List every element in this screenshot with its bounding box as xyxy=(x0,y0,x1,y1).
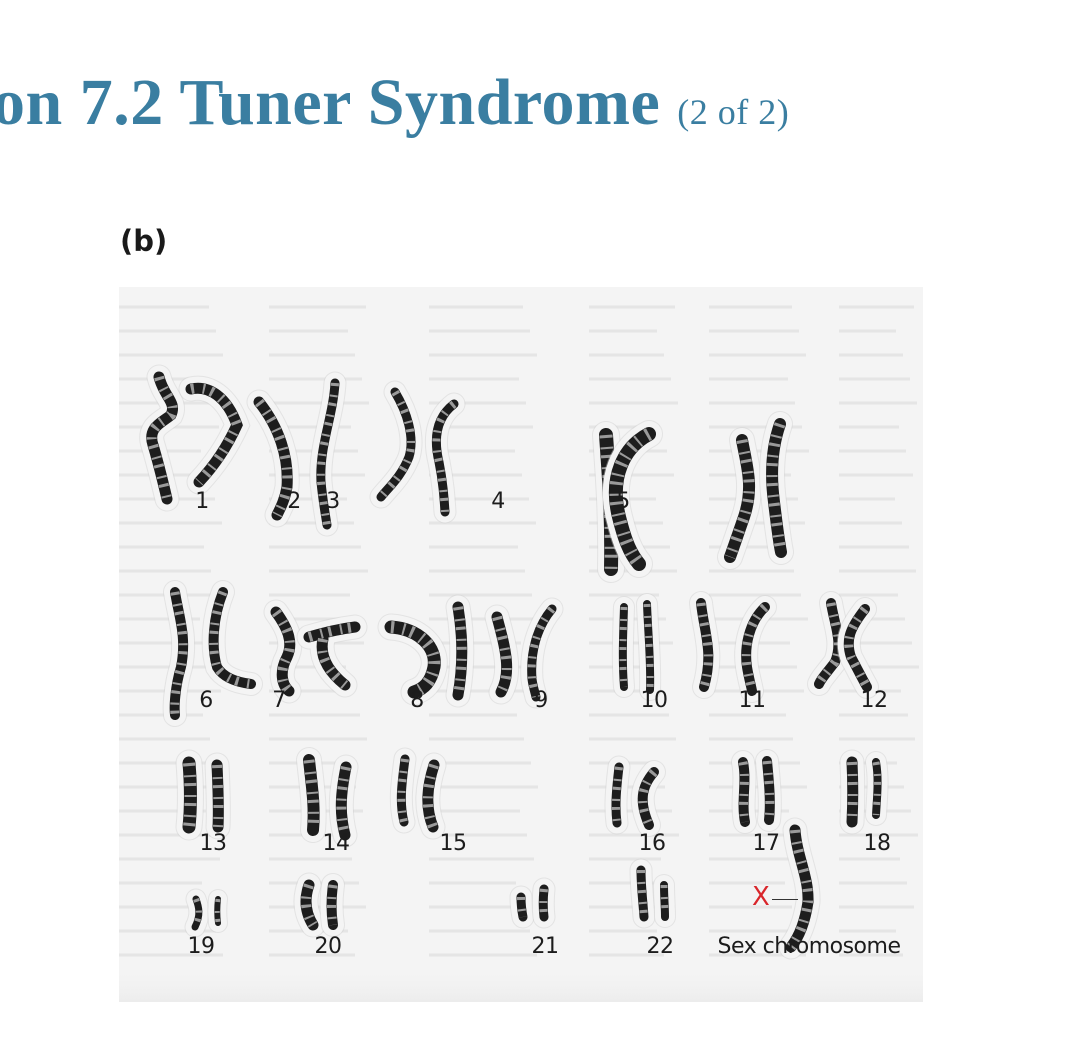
chromosome-number-4: 4 xyxy=(491,489,505,514)
chromosome-3b xyxy=(424,392,466,524)
chromosome-14a xyxy=(296,747,327,843)
chromosome-1a xyxy=(139,364,185,512)
chromosome-19b xyxy=(207,889,228,933)
chromosome-X xyxy=(778,817,821,960)
chromosome-3a xyxy=(369,380,423,509)
x-chromosome-marker: X xyxy=(752,882,770,912)
chromosome-number-22: 22 xyxy=(646,934,675,959)
chromosome-5b xyxy=(759,411,794,565)
chromosome-4b xyxy=(601,420,663,578)
chromosome-number-19: 19 xyxy=(187,934,216,959)
chromosome-21b xyxy=(531,877,556,929)
x-pointer-line xyxy=(772,899,798,900)
chromosome-number-17: 17 xyxy=(752,831,781,856)
chromosome-number-5: 5 xyxy=(616,489,630,514)
chromosome-19a xyxy=(184,888,210,938)
chromosome-number-1: 1 xyxy=(195,489,209,514)
sex-chromosome-label: Sex chromosome xyxy=(717,934,901,959)
chromosome-8a xyxy=(377,613,448,706)
chromosome-20b xyxy=(319,873,345,937)
chromosome-18a xyxy=(839,749,866,835)
chromosome-18b xyxy=(865,751,889,826)
chromosome-1b xyxy=(178,375,251,495)
chromosome-22b xyxy=(653,874,676,928)
slide-title: on 7.2 Tuner Syndrome (2 of 2) xyxy=(0,70,789,136)
chromosome-6a xyxy=(162,580,196,727)
chromosome-15a xyxy=(389,747,417,834)
chromosome-number-21: 21 xyxy=(531,934,560,959)
chromosome-number-9: 9 xyxy=(534,688,548,713)
chromosome-number-10: 10 xyxy=(640,688,669,713)
chromosome-13b xyxy=(204,752,231,840)
chromosome-number-16: 16 xyxy=(638,831,667,856)
chromosome-number-8: 8 xyxy=(410,688,424,713)
chromosome-7b xyxy=(296,614,368,698)
chromosome-number-13: 13 xyxy=(199,831,228,856)
chromosome-number-18: 18 xyxy=(863,831,892,856)
chromosome-22a xyxy=(629,858,656,929)
chromosome-7a xyxy=(263,599,303,704)
chromosome-2a xyxy=(246,389,300,528)
chromosome-15b xyxy=(415,752,447,840)
chromosome-layer xyxy=(139,364,889,960)
chromosome-12b xyxy=(836,597,879,699)
chromosome-number-7: 7 xyxy=(272,688,286,713)
chromosome-number-14: 14 xyxy=(322,831,351,856)
chromosome-12a xyxy=(807,591,851,696)
chromosome-11b xyxy=(734,595,777,703)
chromosome-number-20: 20 xyxy=(314,934,343,959)
chromosome-number-15: 15 xyxy=(439,831,468,856)
panel-label: (b) xyxy=(120,224,168,258)
chromosome-9b xyxy=(520,597,564,709)
chromosome-20a xyxy=(293,872,326,938)
chromosome-14b xyxy=(328,754,359,848)
chromosome-16a xyxy=(604,755,631,835)
chromosome-17b xyxy=(755,749,782,832)
chromosome-6b xyxy=(201,580,263,696)
chromosome-10b xyxy=(636,593,662,701)
chromosome-13a xyxy=(175,749,204,841)
chromosome-11a xyxy=(689,591,721,699)
chromosome-number-12: 12 xyxy=(860,688,889,713)
chromosome-9a xyxy=(484,604,520,705)
chromosome-number-6: 6 xyxy=(199,688,213,713)
chromosome-number-11: 11 xyxy=(738,688,767,713)
chromosome-21a xyxy=(509,885,535,929)
chromosome-2b xyxy=(309,371,347,537)
chromosome-10a xyxy=(611,596,635,698)
chromosome-5a xyxy=(717,427,763,570)
title-main: on 7.2 Tuner Syndrome xyxy=(0,66,661,139)
chromosome-number-2: 2 xyxy=(287,489,301,514)
chromosome-8b xyxy=(445,594,475,708)
title-subtitle: (2 of 2) xyxy=(677,92,790,132)
chromosome-16b xyxy=(630,760,666,837)
chromosome-number-3: 3 xyxy=(326,489,340,514)
chromosome-17a xyxy=(731,750,757,834)
